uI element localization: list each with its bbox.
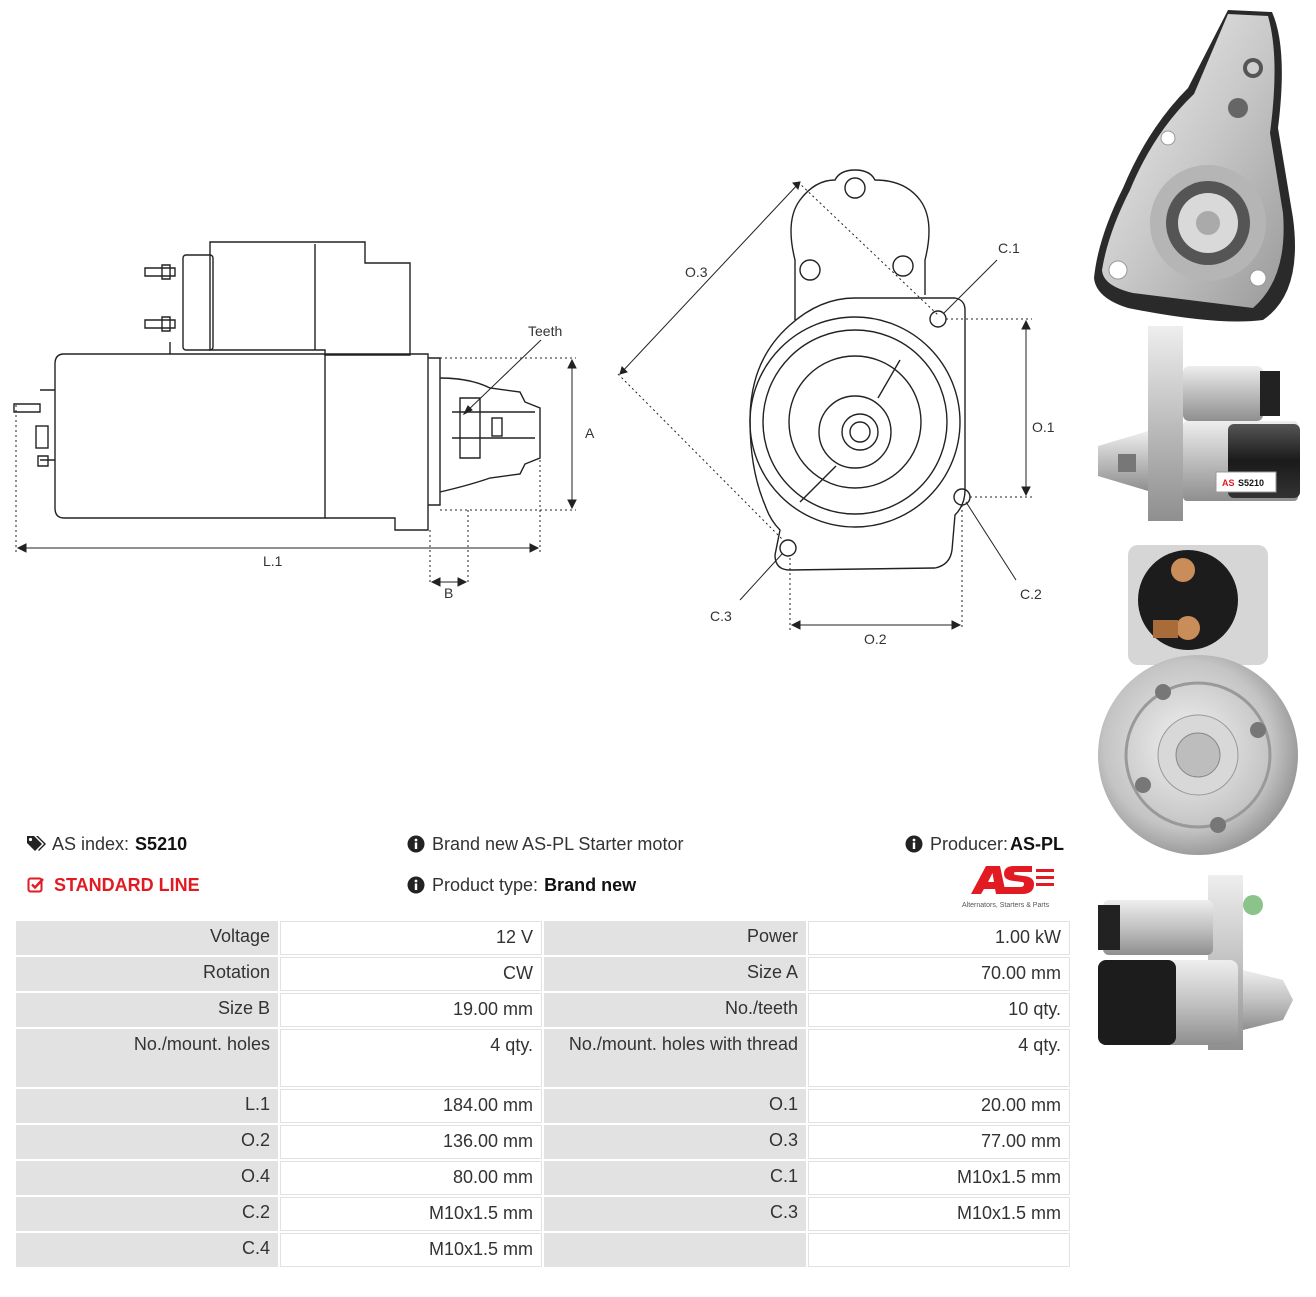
motor-body [54, 353, 326, 519]
dim-b-label: B [444, 585, 453, 601]
dim-a-label: A [585, 425, 595, 441]
spec-name: Size B [16, 993, 278, 1027]
spec-value: 70.00 mm [808, 957, 1070, 991]
photo-label-text: S5210 [1238, 478, 1264, 488]
spec-name: C.2 [16, 1197, 278, 1231]
product-photo-commutator-end [1098, 545, 1298, 855]
spec-value: 20.00 mm [808, 1089, 1070, 1123]
flange [749, 297, 966, 571]
dim-c3-label: C.3 [710, 608, 732, 624]
spec-value: 12 V [280, 921, 542, 955]
spec-value: 77.00 mm [808, 1125, 1070, 1159]
as-index-row: AS index: S5210 [26, 833, 187, 855]
description-text: Brand new AS-PL Starter motor [432, 834, 684, 854]
spec-value: 19.00 mm [280, 993, 542, 1027]
spec-value: M10x1.5 mm [808, 1197, 1070, 1231]
info-icon [904, 834, 924, 854]
spec-name: O.1 [544, 1089, 806, 1123]
spec-value: 4 qty. [280, 1029, 542, 1087]
standard-line-text: STANDARD LINE [54, 875, 200, 895]
product-type-label: Product type: [432, 875, 539, 895]
spec-value: M10x1.5 mm [280, 1233, 542, 1267]
as-logo-tagline: Alternators, Starters & Parts [962, 902, 1050, 909]
spec-name: Voltage [16, 921, 278, 955]
dim-o1-label: O.1 [1032, 419, 1055, 435]
dim-l1-label: L.1 [263, 553, 283, 569]
spec-name: C.4 [16, 1233, 278, 1267]
as-index-label: AS index: [52, 834, 130, 854]
product-photo-top-side [1098, 875, 1293, 1050]
spec-name: O.2 [16, 1125, 278, 1159]
producer-label: Producer: [930, 834, 1009, 854]
standard-line-row: STANDARD LINE [26, 874, 200, 896]
front-view-drawing: O.3 C.1 O.1 C.2 C.3 O.2 [617, 169, 1055, 647]
spec-value: 4 qty. [808, 1029, 1070, 1087]
spec-value: CW [280, 957, 542, 991]
product-photo-drive-end [1094, 10, 1295, 322]
dim-o2-label: O.2 [864, 631, 887, 647]
spec-name: No./mount. holes with thread [544, 1029, 806, 1087]
dim-c2-label: C.2 [1020, 586, 1042, 602]
spec-name: O.3 [544, 1125, 806, 1159]
info-icon [406, 834, 426, 854]
top-ear [790, 169, 930, 320]
producer-value: AS-PL [1010, 834, 1065, 854]
dim-c1-label: C.1 [998, 240, 1020, 256]
product-photo-side: AS S5210 [1098, 326, 1300, 521]
producer-row: Producer: AS-PL [904, 833, 1064, 855]
spec-value: 80.00 mm [280, 1161, 542, 1195]
spec-value [808, 1233, 1070, 1267]
spec-name: C.1 [544, 1161, 806, 1195]
spec-name [544, 1233, 806, 1267]
spec-name: No./teeth [544, 993, 806, 1027]
tags-icon [26, 834, 46, 854]
as-logo-mark [971, 866, 1054, 894]
spec-name: C.3 [544, 1197, 806, 1231]
spec-name: Size A [544, 957, 806, 991]
description-row: Brand new AS-PL Starter motor [406, 833, 683, 855]
spec-name: Rotation [16, 957, 278, 991]
spec-value: 1.00 kW [808, 921, 1070, 955]
side-view-drawing: Teeth A L.1 B [13, 241, 595, 601]
solenoid-cap [182, 254, 214, 351]
as-logo: Alternators, Starters & Parts [962, 864, 1070, 909]
dim-o3-label: O.3 [685, 264, 708, 280]
spec-name: No./mount. holes [16, 1029, 278, 1087]
as-index-value: S5210 [135, 834, 188, 854]
info-icon [406, 875, 426, 895]
spec-name: O.4 [16, 1161, 278, 1195]
spec-value: 136.00 mm [280, 1125, 542, 1159]
spec-name: L.1 [16, 1089, 278, 1123]
check-square-icon [26, 875, 46, 895]
spec-value: 184.00 mm [280, 1089, 542, 1123]
teeth-label: Teeth [528, 323, 562, 339]
spec-value: M10x1.5 mm [280, 1197, 542, 1231]
solenoid-body [209, 241, 411, 356]
svg-text:AS: AS [1222, 478, 1235, 488]
spec-value: 10 qty. [808, 993, 1070, 1027]
spec-name: Power [544, 921, 806, 955]
product-type-row: Product type: Brand new [406, 874, 636, 896]
product-type-value: Brand new [544, 875, 637, 895]
spec-value: M10x1.5 mm [808, 1161, 1070, 1195]
